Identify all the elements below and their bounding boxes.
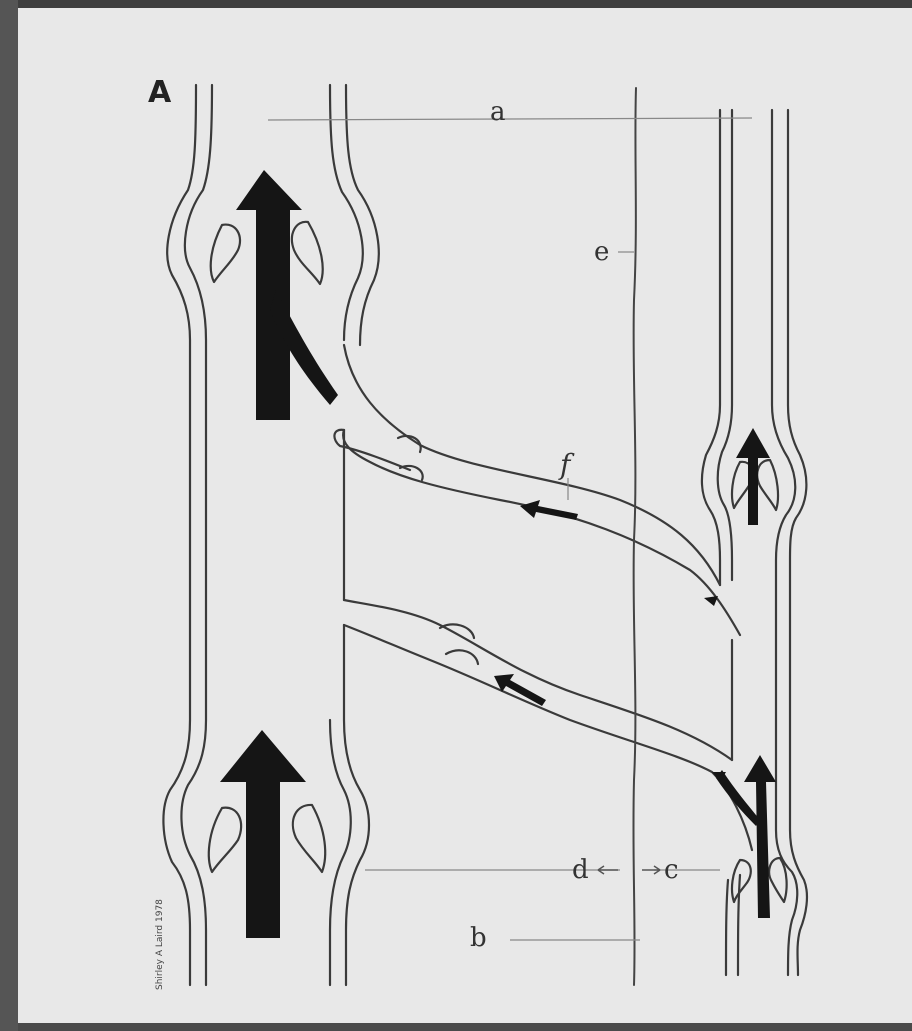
- fascia-line: [633, 88, 636, 985]
- level-line-a: [268, 118, 752, 120]
- deep-vein-left-wall-inner: [181, 85, 212, 985]
- lower-perforator-bottom-wall: [344, 625, 752, 850]
- panel-label: A: [148, 75, 172, 110]
- superficial-vein-left-wall: [702, 110, 720, 585]
- lower-valve-right-cusp: [293, 805, 325, 872]
- label-e: e: [594, 237, 609, 267]
- superficial-vein-right-wall: [772, 110, 797, 975]
- lower-perforator-top-wall: [344, 600, 732, 760]
- upper-junction-arrow: [704, 596, 718, 606]
- upper-perforator-bottom-wall: [343, 430, 740, 635]
- superficial-lower-valve-left-cusp: [732, 860, 751, 902]
- superficial-lower-valve-right-cusp: [769, 858, 786, 902]
- superficial-vein-left-wall-low: [726, 640, 740, 975]
- label-f: f: [558, 448, 575, 481]
- deep-vein-right-wall-inner: [346, 85, 379, 345]
- upper-perforator-flow-arrow: [520, 500, 578, 520]
- label-c: c: [664, 855, 679, 885]
- superficial-vein-right-wall-inner: [788, 110, 807, 975]
- label-a: a: [490, 97, 506, 127]
- deep-vein-right-wall-lower: [344, 430, 369, 985]
- superficial-upper-arrow: [736, 428, 770, 525]
- d-arrow: [598, 866, 618, 874]
- artist-signature: Shirley A Laird 1978: [155, 899, 165, 990]
- lower-valve-left-cusp: [209, 808, 241, 872]
- label-b: b: [470, 923, 487, 953]
- upper-valve-right-cusp: [292, 222, 323, 284]
- lower-perforator-valve: [440, 624, 478, 664]
- c-arrow: [642, 866, 660, 874]
- superficial-valve-right-cusp: [757, 460, 778, 510]
- superficial-vein: [702, 110, 807, 975]
- lower-flow-arrow: [220, 730, 306, 938]
- label-d: d: [572, 855, 589, 885]
- upper-flow-arrow: [236, 170, 302, 420]
- upper-perforator-top-wall: [344, 345, 720, 585]
- deep-vein-left-wall: [163, 85, 196, 985]
- lower-perforating-vein: [344, 600, 752, 850]
- upper-perforating-vein: [334, 345, 740, 635]
- upper-perforator-valve: [398, 436, 423, 480]
- upper-valve-left-cusp: [211, 225, 240, 282]
